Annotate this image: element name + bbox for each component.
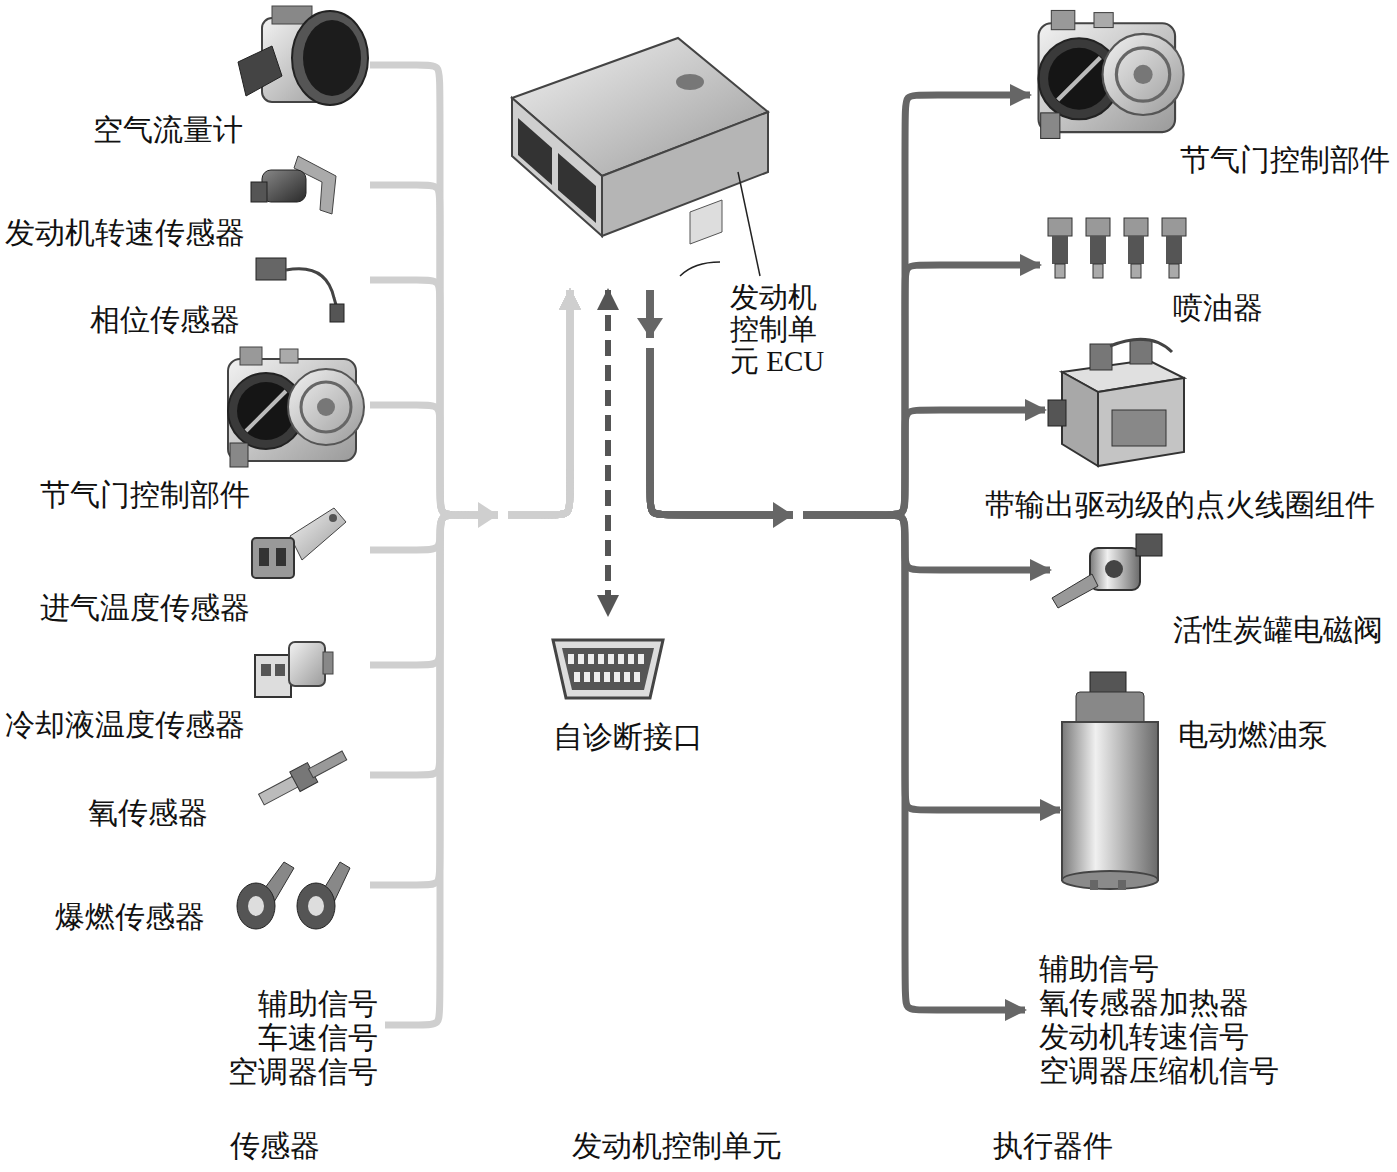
flow-arrowhead: [478, 502, 498, 528]
part-label: 活性炭罐电磁阀: [1173, 612, 1383, 648]
group-caption: 传感器: [230, 1128, 320, 1164]
sensor-part: 氧传感器: [255, 745, 370, 807]
signal-line: [370, 290, 570, 665]
diagnostic-link: [605, 290, 611, 615]
part-label: 爆燃传感器: [55, 899, 205, 935]
sensor-part: 相位传感器: [250, 250, 370, 325]
control-unit: 发动机 控制单 元 ECU: [505, 35, 770, 290]
group-caption: 执行器件: [993, 1128, 1113, 1164]
line-gap: [638, 338, 662, 348]
diagnostic-connector-picture: [553, 640, 663, 698]
sensor-part: 爆燃传感器: [235, 858, 370, 933]
part-label: 喷油器: [1173, 290, 1263, 326]
knock-sensor-picture: [237, 862, 350, 929]
signal-line: [370, 280, 570, 515]
signal-line: [650, 290, 1050, 570]
signal-list: 辅助信号车速信号空调器信号: [215, 985, 385, 1090]
actuator-part: 活性炭罐电磁阀: [1050, 530, 1165, 610]
actuator-part: 喷油器: [1040, 215, 1200, 280]
signal-list: 辅助信号氧传感器加热器发动机转速信号空调器压缩机信号: [1025, 950, 1325, 1090]
ecu-picture: [512, 38, 768, 276]
speed-sensor-picture: [251, 156, 336, 214]
signal-line: [370, 185, 570, 515]
group-caption: 发动机控制单元: [572, 1128, 782, 1164]
signal-line: [650, 290, 1060, 810]
sensor-part: 冷却液温度传感器: [250, 630, 370, 705]
signal-name: 空调器信号: [228, 1055, 378, 1089]
sensor-part: 发动机转速传感器: [250, 150, 370, 218]
canister-valve-picture: [1052, 534, 1162, 608]
phase-sensor-picture: [256, 258, 344, 322]
signal-name: 氧传感器加热器: [1039, 986, 1249, 1020]
diagnostic-port: 自诊断接口: [553, 615, 663, 700]
part-label: 发动机转速传感器: [5, 215, 245, 251]
part-label: 节气门控制部件: [40, 477, 250, 513]
throttle-body-picture: [1039, 10, 1184, 138]
actuator-part: 节气门控制部件: [1030, 3, 1190, 150]
part-label: 空气流量计: [93, 112, 243, 148]
sensor-part: 空气流量计: [235, 3, 370, 113]
ignition-coil-picture: [1048, 339, 1184, 466]
coolant-temp-sensor-picture: [255, 642, 333, 697]
signal-line: [385, 290, 570, 1025]
part-label: 自诊断接口: [553, 719, 703, 755]
flow-arrowhead: [637, 318, 663, 338]
signal-line: [650, 290, 1045, 515]
signal-line: [370, 290, 570, 550]
fuel-pump-picture: [1062, 672, 1158, 890]
line-gap: [793, 503, 803, 527]
signal-line: [370, 65, 570, 515]
signal-line: [370, 290, 570, 515]
signal-name: 辅助信号: [1039, 952, 1159, 986]
actuator-part: 带输出驱动级的点火线圈组件: [1045, 340, 1190, 470]
signal-line: [650, 95, 1030, 515]
part-label: 带输出驱动级的点火线圈组件: [985, 487, 1375, 523]
signal-line: [650, 290, 1025, 1010]
part-label: 节气门控制部件: [1180, 142, 1390, 178]
signal-name: 车速信号: [258, 1021, 378, 1055]
flow-arrowhead: [773, 502, 793, 528]
line-gap: [498, 503, 508, 527]
signal-line: [370, 290, 570, 775]
injector-picture: [1048, 218, 1186, 278]
signal-line: [370, 290, 570, 885]
sensor-part: 进气温度传感器: [245, 505, 370, 583]
actuator-part: 电动燃油泵: [1060, 670, 1160, 892]
signal-name: 发动机转速信号: [1039, 1020, 1249, 1054]
part-label: 相位传感器: [90, 302, 240, 338]
oxygen-sensor-picture: [256, 746, 349, 810]
part-label: 氧传感器: [88, 795, 208, 831]
part-label: 发动机 控制单 元 ECU: [730, 282, 842, 378]
signal-name: 空调器压缩机信号: [1039, 1054, 1279, 1088]
signal-name: 辅助信号: [258, 987, 378, 1021]
air-flow-meter-picture: [238, 6, 368, 105]
part-label: 冷却液温度传感器: [5, 707, 245, 743]
sensor-part: 节气门控制部件: [220, 345, 370, 470]
signal-line: [650, 265, 1040, 515]
intake-temp-sensor-picture: [252, 508, 346, 578]
throttle-body-picture: [228, 347, 364, 467]
part-label: 进气温度传感器: [40, 590, 250, 626]
part-label: 电动燃油泵: [1178, 717, 1328, 753]
